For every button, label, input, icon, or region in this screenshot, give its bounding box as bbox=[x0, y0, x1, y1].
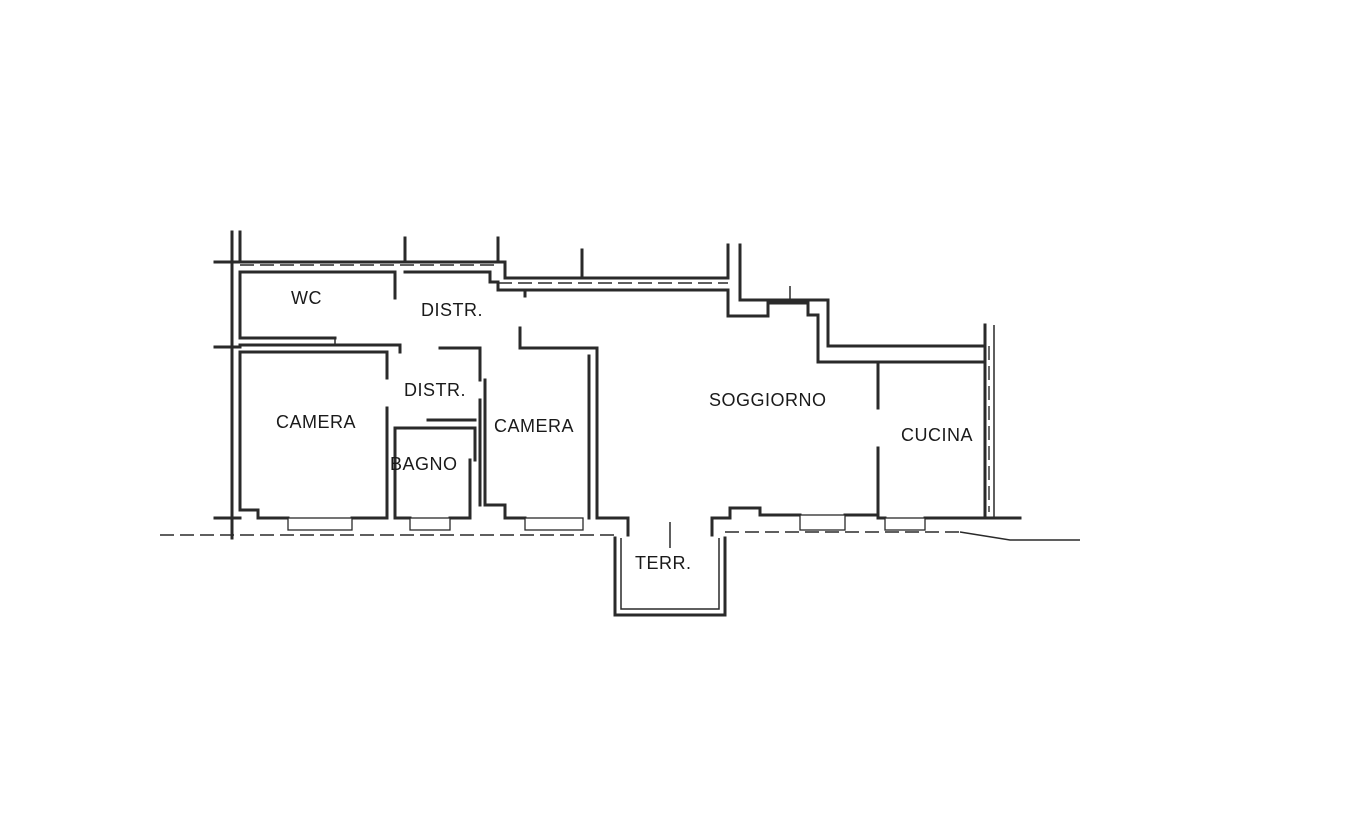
wall-step-right bbox=[726, 288, 880, 364]
window-bagno bbox=[409, 517, 451, 531]
windows bbox=[287, 514, 926, 531]
label-camera-left: CAMERA bbox=[276, 412, 356, 432]
camera-mid-wall-west bbox=[483, 378, 527, 520]
label-terr: TERR. bbox=[635, 553, 692, 573]
wall-top-inner-left bbox=[238, 270, 492, 340]
label-cucina: CUCINA bbox=[901, 425, 973, 445]
window-camera-mid bbox=[524, 517, 584, 531]
terrace-walls bbox=[613, 522, 727, 617]
soggiorno-wall-south bbox=[710, 506, 802, 537]
camera-left-walls bbox=[238, 350, 389, 520]
label-wc: WC bbox=[291, 288, 322, 308]
camera-left-wall-top bbox=[238, 350, 389, 380]
wall-top-left bbox=[238, 236, 500, 264]
terrace-inner bbox=[620, 538, 720, 610]
label-soggiorno: SOGGIORNO bbox=[709, 390, 827, 410]
window-cucina bbox=[884, 517, 926, 531]
wc-walls bbox=[238, 336, 402, 354]
outer-walls bbox=[160, 230, 1080, 541]
wall-step-right-outer bbox=[738, 243, 987, 348]
camera-mid-walls bbox=[483, 326, 630, 537]
terrace-outline bbox=[613, 536, 727, 617]
label-distr-mid: DISTR. bbox=[404, 380, 466, 400]
label-distr-top: DISTR. bbox=[421, 300, 483, 320]
soggiorno-cucina-walls bbox=[710, 360, 987, 537]
wc-bottom-wall bbox=[238, 336, 402, 354]
distr-bagno-walls bbox=[393, 346, 482, 520]
room-labels: WC DISTR. DISTR. CAMERA BAGNO CAMERA SOG… bbox=[276, 288, 973, 573]
camera-mid-wall-east bbox=[595, 346, 630, 537]
wall-top-inner-mid bbox=[488, 280, 730, 292]
camera-left-wall-south bbox=[238, 508, 389, 520]
baseline-kink bbox=[959, 531, 1080, 541]
wall-top-mid bbox=[496, 243, 730, 280]
window-camera-left bbox=[287, 517, 353, 531]
label-bagno: BAGNO bbox=[390, 454, 458, 474]
label-camera-mid: CAMERA bbox=[494, 416, 574, 436]
window-soggiorno bbox=[799, 514, 846, 531]
cucina-wall-south bbox=[843, 513, 987, 520]
bagno-wall-top2 bbox=[393, 426, 477, 462]
